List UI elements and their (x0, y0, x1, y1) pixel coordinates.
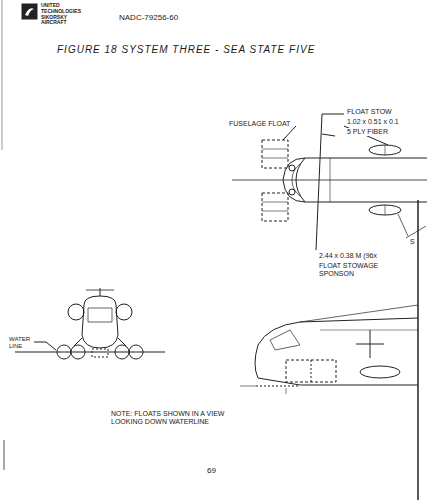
company-logo-text: UNITED TECHNOLOGIES SIKORSKY AIRCRAFT (40, 3, 94, 26)
report-number: NADC-79256-60 (118, 13, 179, 22)
company-logo (22, 4, 37, 19)
part-label: FUSELAGE FLOAT (228, 120, 291, 128)
leader-line (322, 134, 335, 136)
leader-line (283, 126, 296, 140)
top-view (232, 140, 427, 238)
front-view (15, 288, 165, 359)
page-border (417, 200, 419, 500)
part-label: FLOAT STOWAGE SPONSON (318, 262, 386, 278)
figure-title: FIGURE 18 SYSTEM THREE - SEA STATE FIVE (56, 44, 316, 56)
scan-edge (2, 0, 3, 150)
part-label: WATER LINE (8, 336, 34, 350)
leader-line (316, 114, 344, 250)
dimension: 2.44 x 0.38 M (96x (318, 252, 378, 260)
note-text: NOTE: FLOATS SHOWN IN A VIEW LOOKING DOW… (110, 410, 252, 426)
dimension: 1.02 x 0.51 x 0.1 (346, 118, 400, 126)
material-note: 5 PLY FIBER (346, 128, 389, 136)
part-label: FLOAT STOW (346, 108, 393, 116)
part-label: S (409, 238, 416, 246)
side-view (240, 305, 418, 394)
page-number: 69 (206, 466, 217, 475)
leader-line (344, 126, 388, 145)
scan-edge (4, 440, 5, 470)
